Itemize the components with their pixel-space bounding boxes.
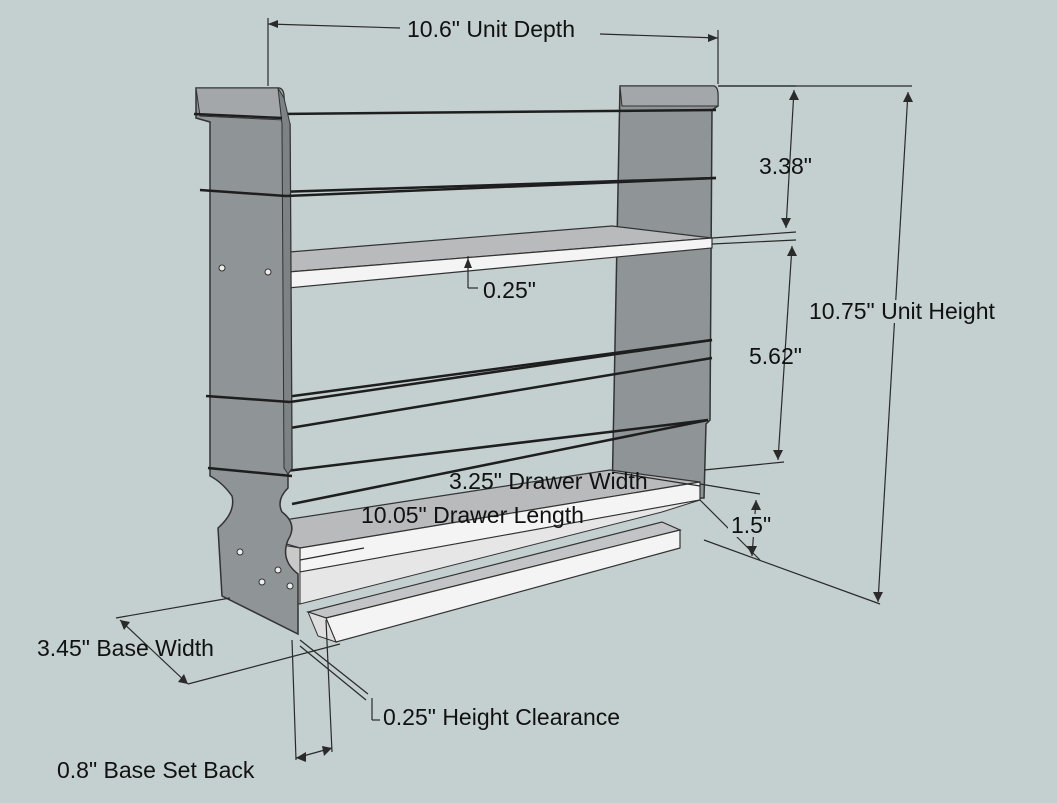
rail-front-end bbox=[199, 188, 287, 198]
back-panel-top-face bbox=[619, 85, 719, 107]
base-set-back-label: 0.8" Base Set Back bbox=[57, 757, 255, 783]
rail bbox=[291, 418, 709, 506]
shelf-spacing-top-label: 3.38" bbox=[759, 153, 812, 179]
height-clearance-label: 0.25" Height Clearance bbox=[383, 704, 621, 730]
screws bbox=[218, 264, 294, 590]
rail bbox=[277, 108, 717, 116]
unit-height-label: 10.75" Unit Height bbox=[806, 300, 998, 323]
shelf-thickness-label: 0.25" bbox=[483, 277, 536, 303]
front-panel-edge bbox=[277, 87, 293, 475]
shelf-spacing-bottom-label: 5.62" bbox=[749, 343, 802, 369]
rail-front-end bbox=[193, 112, 283, 120]
rail-front-end bbox=[205, 394, 291, 404]
drawer-height-label: 1.5" bbox=[728, 514, 775, 537]
unit-depth-label: 10.6" Unit Depth bbox=[404, 18, 578, 41]
rail bbox=[289, 338, 713, 404]
rail bbox=[285, 176, 717, 198]
rail bbox=[277, 356, 713, 432]
base-width-label: 3.45" Base Width bbox=[37, 635, 214, 661]
dimension-arrows bbox=[120, 20, 913, 762]
back-side-panel bbox=[611, 85, 719, 501]
drawer-width-label: 3.25" Drawer Width bbox=[449, 468, 648, 494]
rail bbox=[277, 418, 709, 474]
base-rail-end bbox=[307, 611, 337, 643]
rail-front-end bbox=[207, 466, 293, 478]
drawer-length-label: 10.05" Drawer Length bbox=[361, 502, 584, 528]
